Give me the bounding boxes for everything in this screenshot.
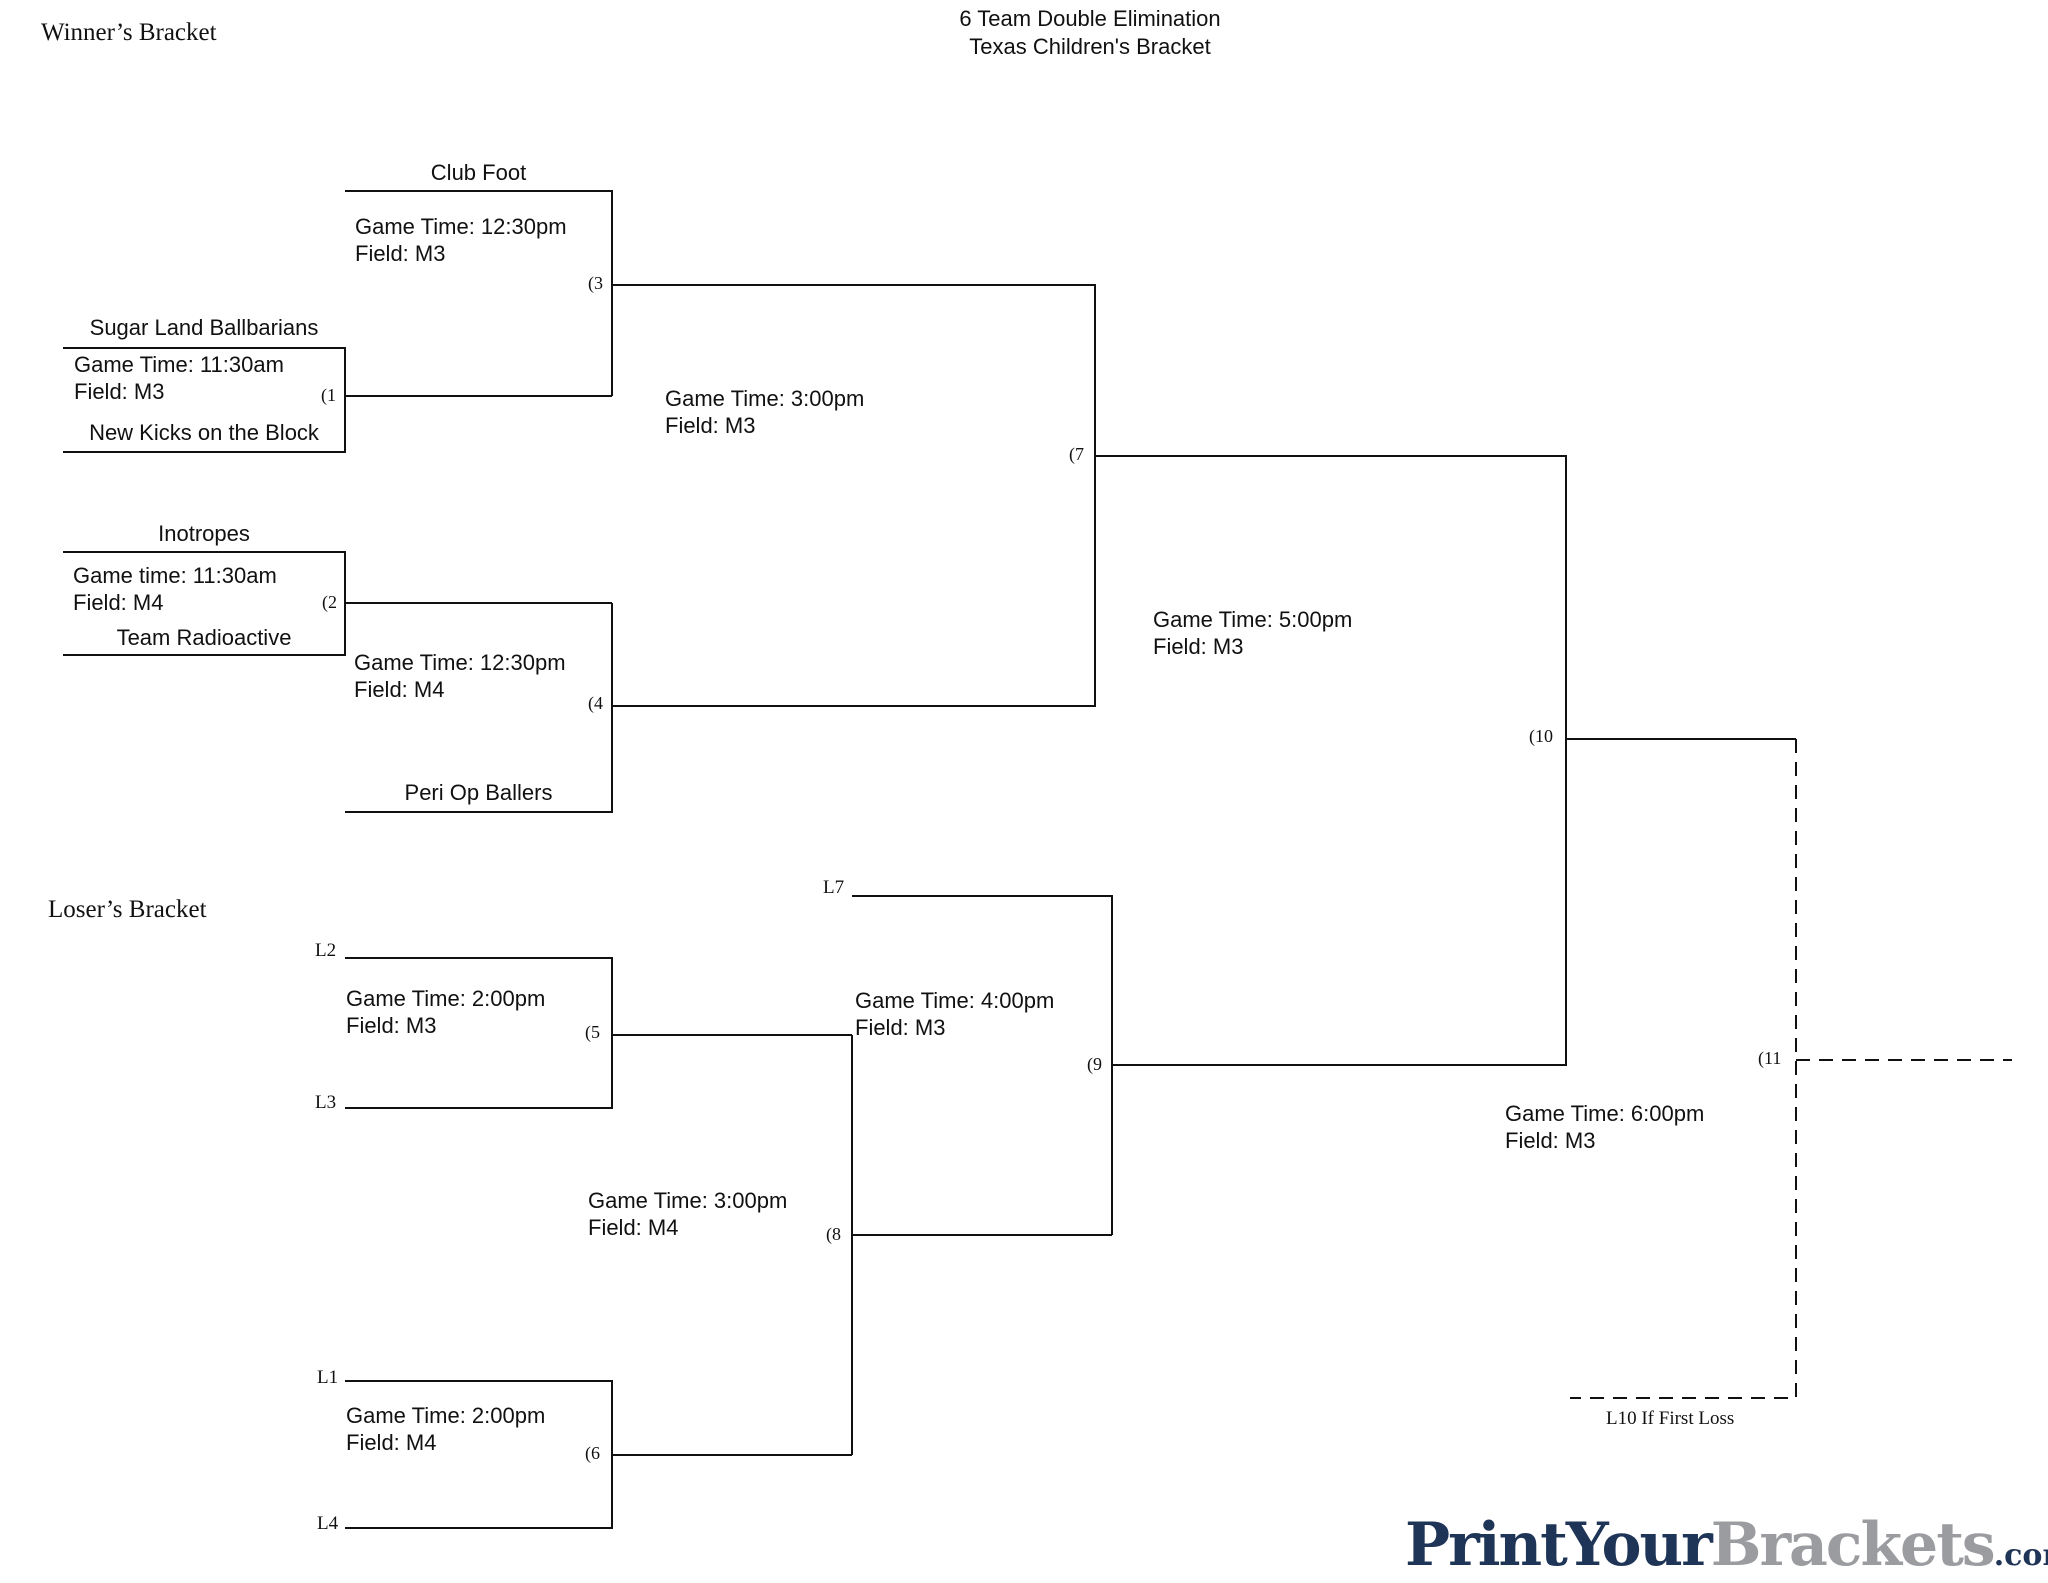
game-7-number: (7 — [1069, 444, 1084, 464]
losers-bracket-heading: Loser’s Bracket — [48, 896, 207, 923]
winners-bracket-heading: Winner’s Bracket — [41, 19, 217, 46]
title-line-2: Texas Children's Bracket — [969, 34, 1211, 59]
team-radioactive: Team Radioactive — [116, 625, 292, 650]
game-3-field: Field: M3 — [355, 241, 446, 266]
game-5-bracket — [345, 957, 613, 1109]
game-8-field: Field: M4 — [588, 1215, 679, 1240]
game-1-field: Field: M3 — [74, 379, 165, 404]
page-title: 6 Team Double Elimination Texas Children… — [890, 8, 1290, 58]
game-8-number: (8 — [826, 1224, 841, 1244]
game-11-time: Game Time: 6:00pm — [1505, 1101, 1705, 1126]
game-4-time: Game Time: 12:30pm — [354, 650, 566, 675]
game-8-time: Game Time: 3:00pm — [588, 1188, 788, 1213]
game-2-number: (2 — [322, 592, 337, 612]
game-9-bracket — [852, 895, 1113, 1235]
loser-label-l7: L7 — [823, 877, 845, 898]
game-3-bracket — [345, 190, 613, 396]
game-11-number: (11 — [1758, 1048, 1782, 1068]
loser-label-l2: L2 — [315, 940, 337, 961]
game-7-time: Game Time: 3:00pm — [665, 386, 865, 411]
game-11-field: Field: M3 — [1505, 1128, 1596, 1153]
loser-label-l10-if-first-loss: L10 If First Loss — [1606, 1408, 1735, 1429]
game-6-number: (6 — [585, 1443, 600, 1463]
game-10-field: Field: M3 — [1153, 634, 1244, 659]
game-7-field: Field: M3 — [665, 413, 756, 438]
game-5-field: Field: M3 — [346, 1013, 437, 1038]
team-peri-op-ballers: Peri Op Ballers — [404, 780, 553, 805]
loser-label-l4: L4 — [317, 1513, 339, 1534]
loser-label-l1: L1 — [317, 1367, 339, 1388]
game-4-field: Field: M4 — [354, 677, 445, 702]
team-sugar-land-ballbarians: Sugar Land Ballbarians — [89, 315, 319, 340]
game-10-number: (10 — [1529, 726, 1553, 746]
game-5-number: (5 — [585, 1022, 600, 1042]
game-4-bracket — [345, 603, 613, 813]
game-5-time: Game Time: 2:00pm — [346, 986, 546, 1011]
game-6-time: Game Time: 2:00pm — [346, 1403, 546, 1428]
game-11-dashed-bracket — [1570, 739, 1797, 1399]
printyourbrackets-logo: PrintYourBrackets.com — [1405, 1515, 2048, 1575]
logo-part-1: PrintYour — [1405, 1510, 1713, 1580]
team-inotropes: Inotropes — [158, 521, 250, 546]
game-4-number: (4 — [588, 693, 603, 713]
logo-part-2: Brackets — [1710, 1510, 1996, 1580]
logo-part-3: .com — [1993, 1538, 2048, 1573]
game-9-time: Game Time: 4:00pm — [855, 988, 1055, 1013]
game-3-time: Game Time: 12:30pm — [355, 214, 567, 239]
game-6-field: Field: M4 — [346, 1430, 437, 1455]
game-1-bracket — [63, 347, 346, 453]
team-new-kicks-on-the-block: New Kicks on the Block — [89, 420, 319, 445]
game-2-time: Game time: 11:30am — [73, 563, 277, 588]
title-line-1: 6 Team Double Elimination — [959, 6, 1221, 31]
game-9-field: Field: M3 — [855, 1015, 946, 1040]
game-10-bracket — [1095, 455, 1567, 1066]
loser-label-l3: L3 — [315, 1092, 337, 1113]
game-9-number: (9 — [1087, 1054, 1102, 1074]
game-10-time: Game Time: 5:00pm — [1153, 607, 1353, 632]
game-1-number: (1 — [321, 385, 336, 405]
game-7-bracket — [612, 284, 1096, 707]
team-club-foot: Club Foot — [430, 160, 527, 185]
game-2-field: Field: M4 — [73, 590, 164, 615]
game-1-time: Game Time: 11:30am — [74, 352, 284, 377]
game-3-number: (3 — [588, 273, 603, 293]
